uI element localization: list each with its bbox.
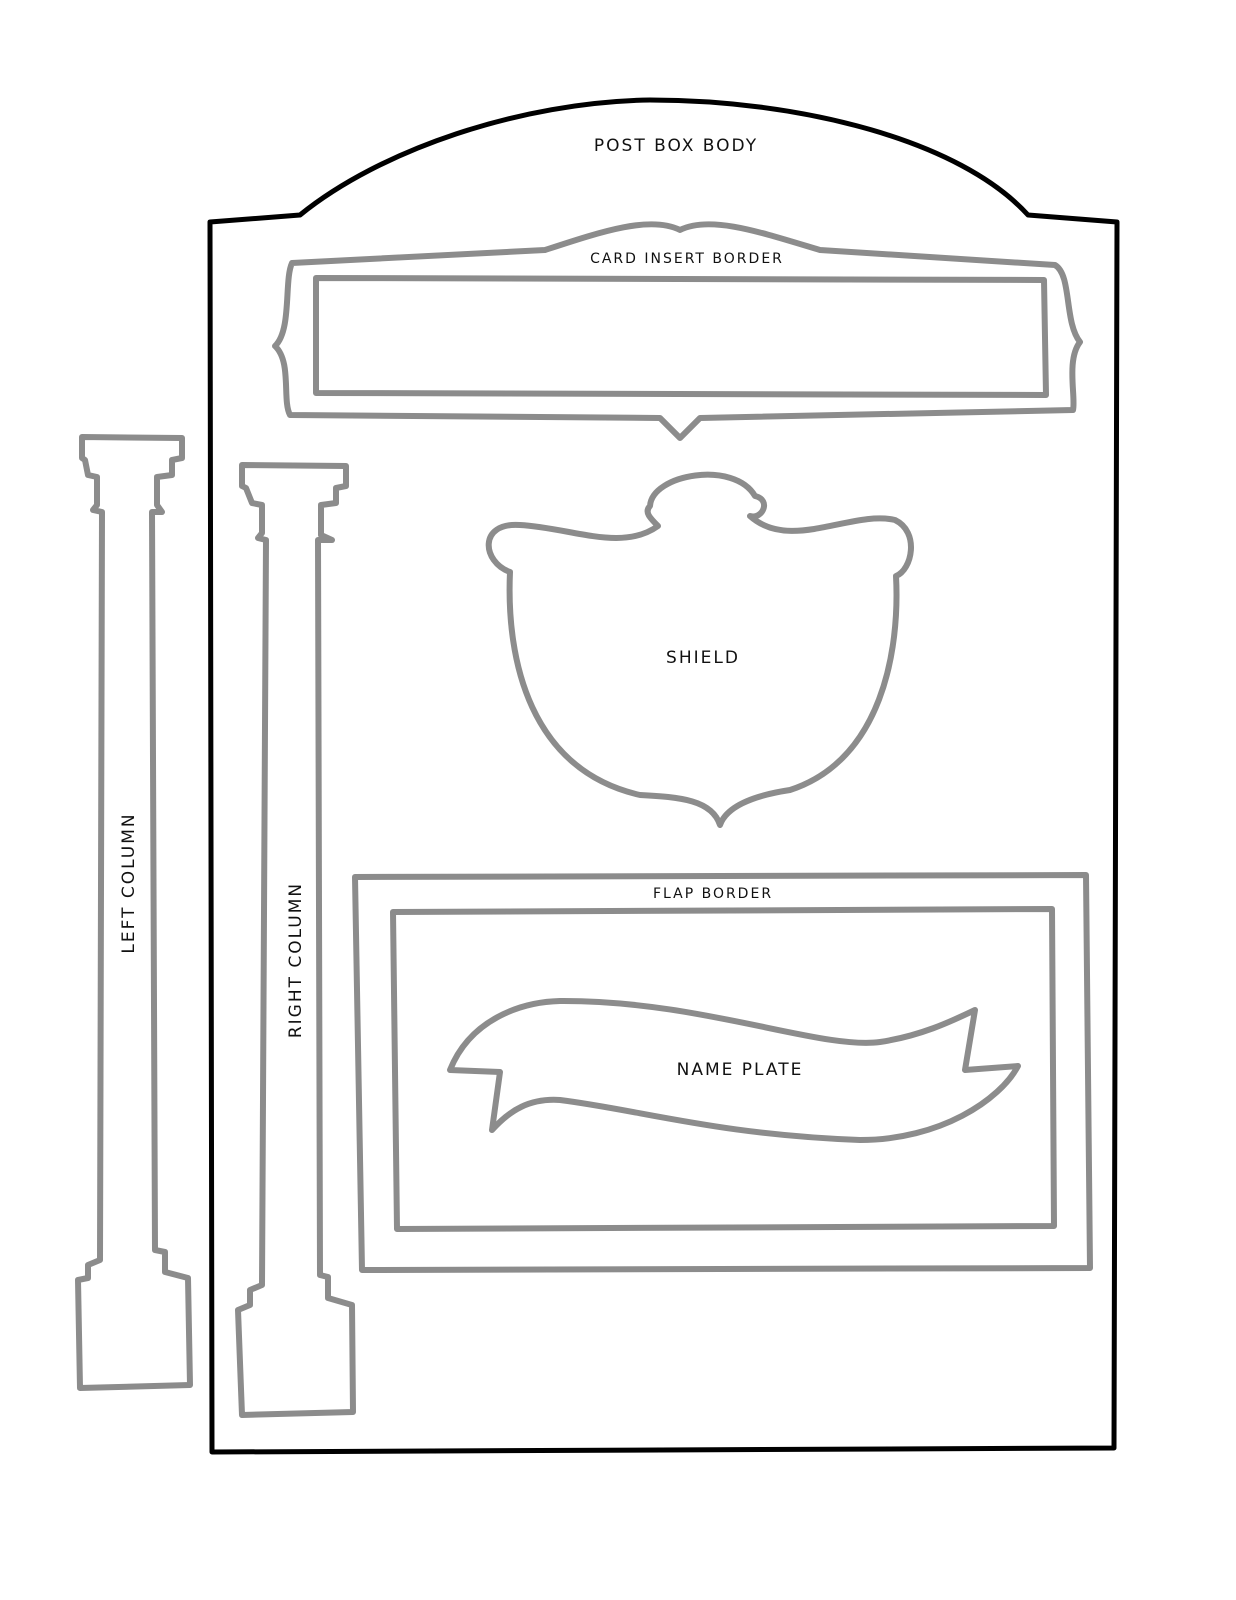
card-insert-border-outer: [272, 221, 1083, 441]
post-box-body-label: POST BOX BODY: [594, 136, 758, 156]
right-column-label: RIGHT COLUMN: [286, 882, 306, 1038]
right-column-outline: [235, 462, 356, 1418]
left-column-outline: [75, 434, 193, 1391]
name-plate-outline: [447, 997, 1021, 1143]
name-plate-label: NAME PLATE: [677, 1060, 804, 1080]
left-column-label: LEFT COLUMN: [119, 812, 139, 953]
shield-label: SHIELD: [666, 648, 740, 668]
card-insert-border-label: CARD INSERT BORDER: [590, 251, 784, 267]
flap-border-inner: [390, 906, 1057, 1232]
flap-border-outer: [352, 872, 1093, 1273]
post-box-body-outline: [207, 97, 1120, 1455]
card-insert-border-inner: [313, 275, 1049, 398]
shield-outline: [485, 471, 914, 828]
flap-border-label: FLAP BORDER: [653, 886, 773, 902]
